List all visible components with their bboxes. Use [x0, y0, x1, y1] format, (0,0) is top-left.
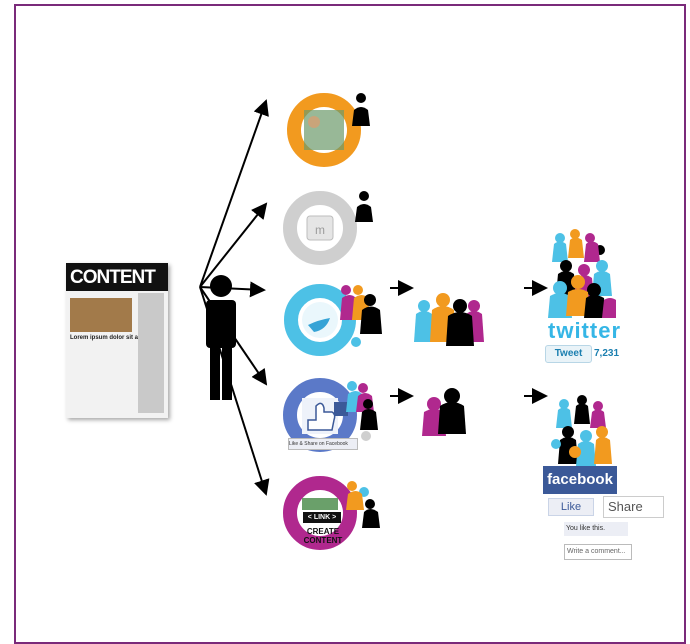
comment-field[interactable]: Write a comment... [564, 544, 632, 560]
share-button[interactable]: Share [603, 496, 664, 518]
crowd-icon [422, 388, 466, 436]
link-label: < LINK > [303, 512, 341, 523]
person-icon [355, 191, 373, 222]
facebook-wordmark: facebook [543, 466, 617, 494]
central-person-icon [206, 275, 236, 400]
twitter-wordmark: twitter [548, 318, 621, 343]
tweet-count: 7,231 [594, 348, 620, 359]
crowd-icon [346, 481, 380, 528]
crowd-icon [414, 293, 484, 346]
you-like-this-label: You like this. [564, 522, 628, 536]
gray-ring: m [283, 191, 357, 265]
like-button[interactable]: Like [548, 498, 594, 516]
facebook-crowd-icon [551, 395, 612, 466]
kitten-photo [70, 298, 132, 332]
document-heading: Lorem ipsum dolor sit amet, [70, 335, 151, 341]
document-header: CONTENT [66, 263, 168, 291]
svg-text:m: m [315, 223, 325, 237]
crowd-icon [346, 381, 378, 441]
tweet-button[interactable]: Tweet [545, 345, 592, 363]
twitter-crowd-icon [548, 229, 616, 318]
facebook-share-button-small[interactable]: Like & Share on Facebook [288, 438, 358, 450]
crowd-icon [340, 285, 382, 347]
content-document: CONTENT Lorem ipsum dolor sit amet, [66, 263, 168, 418]
create-content-label: CREATE CONTENT [303, 527, 343, 545]
document-title: CONTENT [70, 267, 156, 288]
fan-out-arrows [199, 99, 270, 496]
person-icon [352, 93, 370, 126]
magenta-ring [283, 476, 357, 550]
facebook-ring [283, 378, 357, 452]
orange-ring [287, 93, 361, 167]
flow-arrows [390, 280, 548, 404]
document-sidebar [138, 293, 164, 413]
